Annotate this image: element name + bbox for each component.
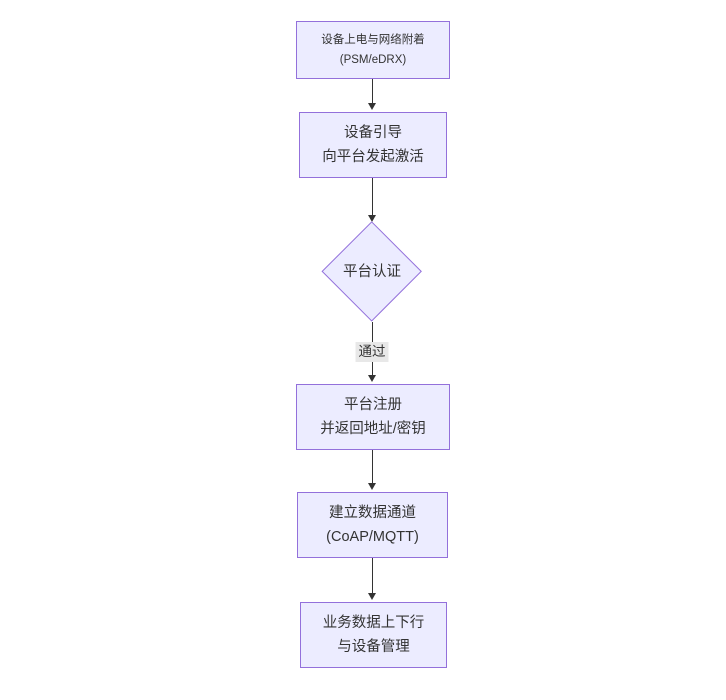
arrowhead-down-icon [368,103,376,110]
node-register: 平台注册 并返回地址/密钥 [296,384,450,450]
decision-platform-auth-label: 平台认证 [343,264,401,280]
arrowhead-down-icon [368,215,376,222]
node-data-channel: 建立数据通道 (CoAP/MQTT) [297,492,448,558]
node-label-line: 与设备管理 [337,639,410,655]
node-label-line: (PSM/eDRX) [339,54,407,66]
edge-label-pass: 通过 [355,342,389,362]
node-label-line: (CoAP/MQTT) [326,529,419,545]
node-label-line: 业务数据上下行 [322,615,425,631]
node-business-data: 业务数据上下行 与设备管理 [300,602,447,668]
edge-connector [372,79,373,103]
node-power-attach: 设备上电与网络附着 (PSM/eDRX) [296,21,450,79]
edge-connector [372,558,373,593]
node-label-line: 平台注册 [344,397,402,413]
node-label-line: 向平台发起激活 [322,149,424,165]
node-label-line: 设备上电与网络附着 [321,34,425,46]
edge-connector [372,450,373,483]
arrowhead-down-icon [368,483,376,490]
node-label-line: 建立数据通道 [329,505,416,521]
node-bootstrap: 设备引导 向平台发起激活 [299,112,447,178]
arrowhead-down-icon [368,593,376,600]
node-label-line: 并返回地址/密钥 [320,421,426,437]
edge-connector [372,178,373,215]
node-label-line: 设备引导 [344,125,402,141]
arrowhead-down-icon [368,375,376,382]
